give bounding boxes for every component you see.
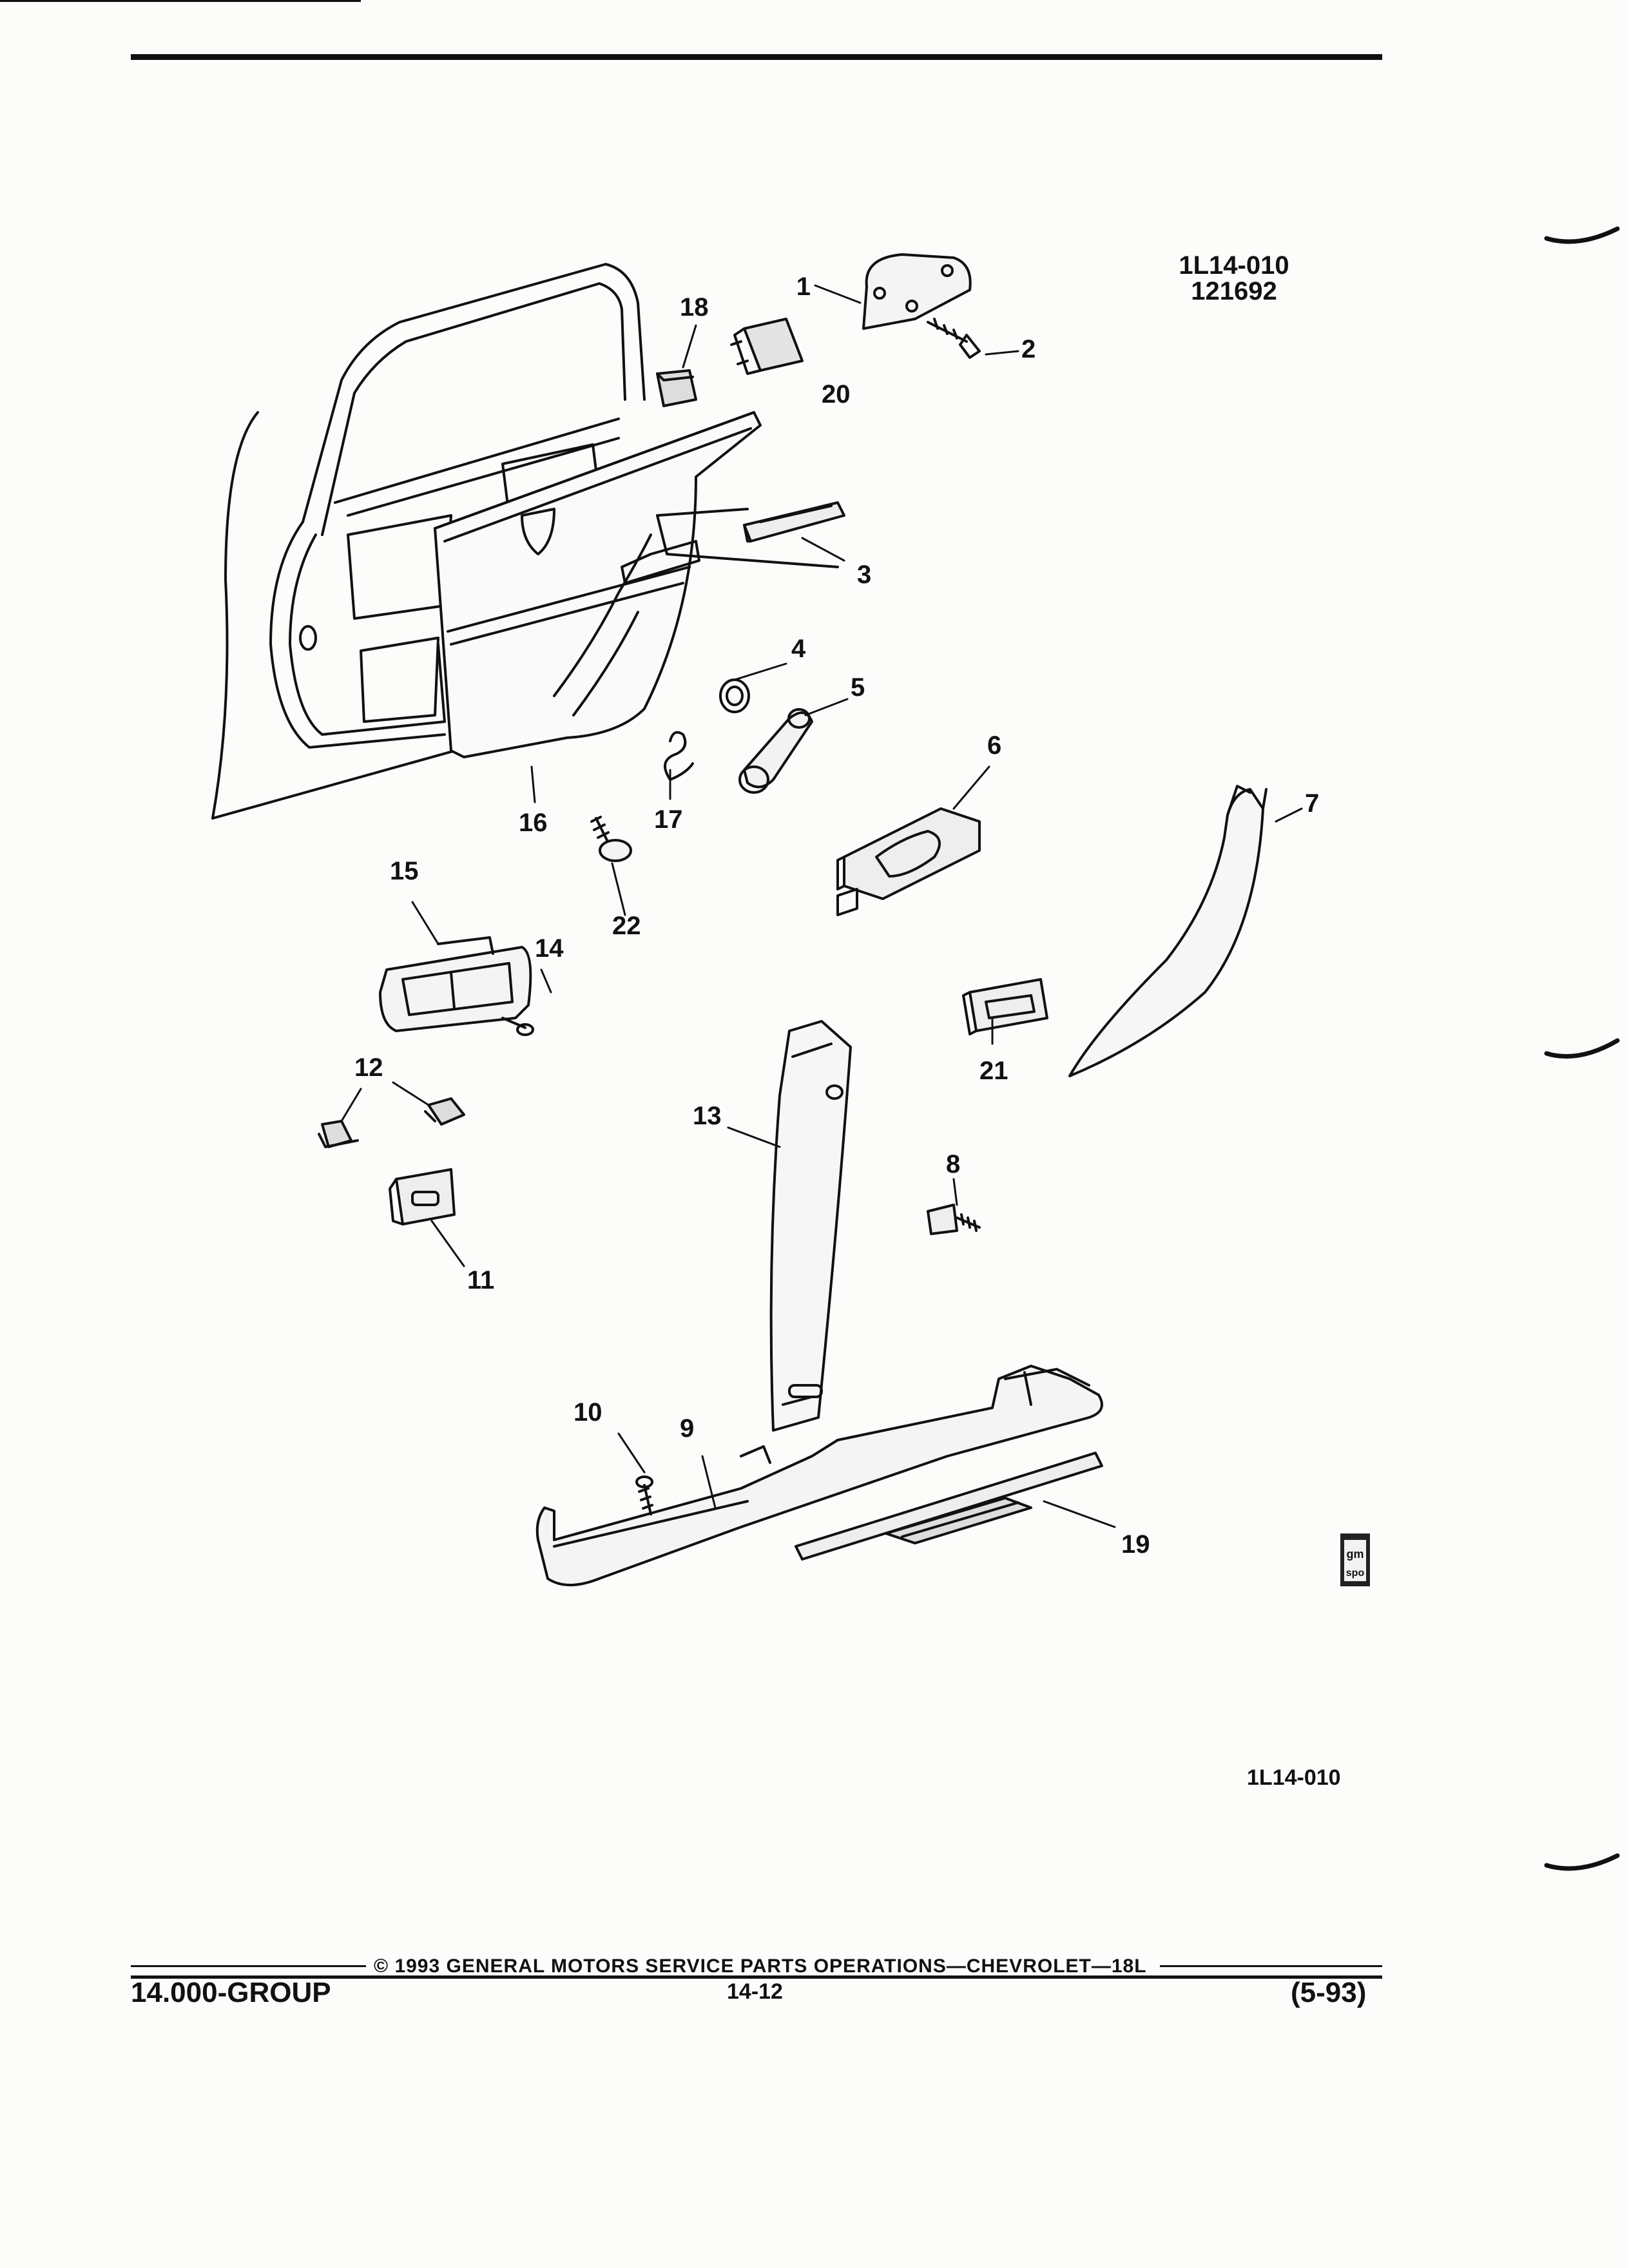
callout-15: 15 — [390, 857, 419, 885]
callout-13: 13 — [693, 1102, 722, 1130]
footer-rule-left — [131, 1965, 366, 1967]
part-6-inside-handle — [836, 807, 981, 916]
callout-16: 16 — [519, 809, 548, 837]
group-label: 14.000-GROUP — [131, 1977, 331, 2008]
page-number: 14-12 — [727, 1979, 783, 2004]
figure-code: 1L14-010 — [1179, 251, 1289, 280]
callout-10: 10 — [574, 1398, 602, 1427]
callout-19: 19 — [1121, 1530, 1150, 1559]
callout-5: 5 — [851, 673, 865, 702]
callout-11: 11 — [467, 1266, 494, 1294]
binding-marks — [1544, 226, 1620, 1871]
callout-12: 12 — [354, 1053, 383, 1082]
top-rule — [131, 54, 1382, 60]
part-22-push-pin — [590, 816, 632, 862]
copyright-line: © 1993 GENERAL MOTORS SERVICE PARTS OPER… — [374, 1956, 1147, 1977]
callout-9: 9 — [680, 1414, 694, 1443]
part-19-scuff-plate — [795, 1452, 1103, 1561]
part-17-spring-clip — [664, 731, 694, 781]
callout-4: 4 — [791, 635, 806, 663]
part-13-center-pillar — [769, 1020, 852, 1432]
door-trim-panel — [434, 411, 762, 758]
revision-date: (5-93) — [1291, 1977, 1367, 2008]
part-18-clip — [656, 369, 697, 407]
callout-labels: 1 2 3 4 5 6 7 8 9 10 11 12 13 14 15 16 1… — [354, 273, 1319, 1559]
callout-20: 20 — [822, 380, 851, 408]
callout-17: 17 — [654, 805, 683, 834]
part-8-fastener — [927, 1204, 981, 1235]
figure-code-bottom: 1L14-010 — [1247, 1765, 1341, 1790]
logo-text-top: gm — [1347, 1548, 1364, 1561]
part-4-grommet — [719, 678, 750, 713]
callout-14: 14 — [535, 934, 564, 963]
part-15-handle-bezel — [379, 936, 532, 1032]
logo-text-bottom: spo — [1346, 1568, 1365, 1579]
callout-1: 1 — [796, 273, 811, 301]
callout-18: 18 — [680, 293, 709, 322]
callout-3: 3 — [857, 561, 871, 589]
gm-spo-logo: gm spo — [1340, 1533, 1370, 1586]
part-5-window-crank — [738, 708, 813, 794]
part-11-retainer — [389, 1168, 456, 1225]
part-10-screw — [635, 1475, 653, 1515]
part-9-sill-plate — [535, 1365, 1103, 1586]
callout-leaders — [340, 284, 1303, 1528]
part-12-clips — [318, 1097, 465, 1148]
footer-rule-right — [1160, 1965, 1382, 1967]
part-21-latch-bracket — [962, 978, 1048, 1035]
part-1-bracket — [862, 253, 972, 330]
callout-22: 22 — [612, 912, 641, 940]
part-7-pillar-trim — [1068, 785, 1268, 1077]
callout-21: 21 — [979, 1057, 1008, 1085]
figure-date-code: 121692 — [1191, 277, 1277, 305]
part-20-switch — [730, 318, 804, 375]
part-2-screw — [927, 318, 981, 359]
part-14-screw — [501, 1017, 534, 1036]
top-left-edge-line — [0, 0, 361, 2]
callout-7: 7 — [1305, 789, 1319, 818]
callout-8: 8 — [946, 1150, 960, 1178]
part-3-armrest — [743, 501, 845, 543]
footer-rule-bottom — [131, 1975, 1382, 1979]
callout-2: 2 — [1021, 335, 1036, 363]
callout-6: 6 — [987, 731, 1001, 760]
